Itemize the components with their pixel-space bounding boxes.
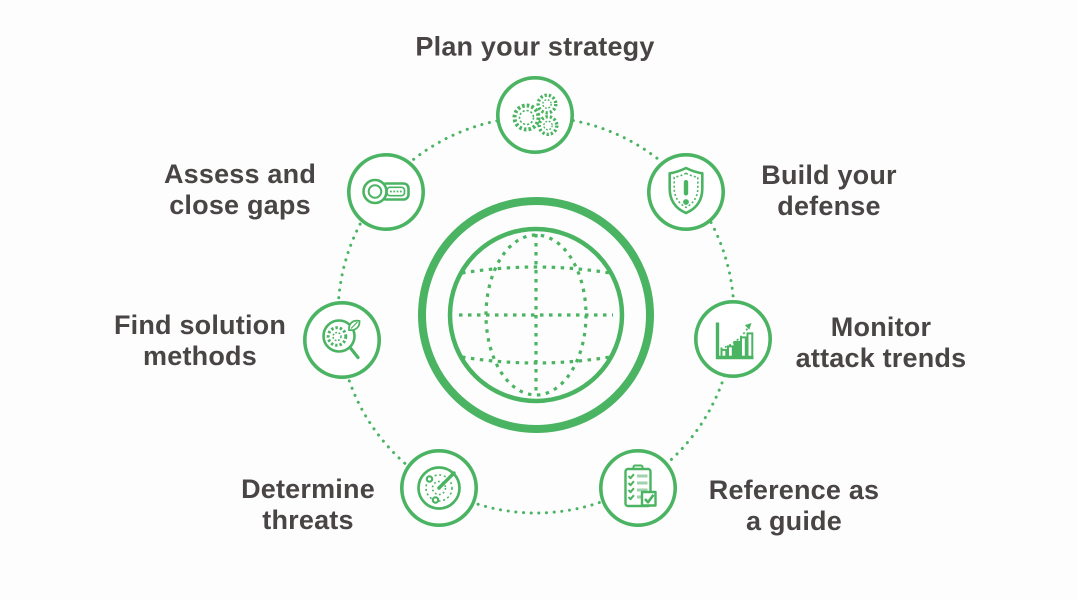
magnifier-gear-icon — [302, 300, 382, 380]
step-node-monitor-attack-trends — [693, 299, 773, 379]
radar-icon — [399, 448, 479, 528]
step-node-reference-as-a-guide — [598, 448, 678, 528]
step-label-build-your-defense: Build your defense — [761, 160, 897, 221]
step-node-find-solution-methods — [302, 300, 382, 380]
step-label-find-solution-methods: Find solution methods — [113, 310, 287, 371]
checklist-icon — [598, 448, 678, 528]
bar-chart-trend-icon — [693, 299, 773, 379]
step-label-reference-as-a-guide: Reference as a guide — [708, 475, 880, 536]
shield-exclamation-icon — [646, 152, 726, 232]
step-label-assess-and-close-gaps: Assess and close gaps — [163, 159, 317, 220]
step-label-determine-threats: Determine threats — [241, 474, 375, 535]
gears-icon — [495, 75, 575, 155]
step-node-plan-your-strategy — [495, 75, 575, 155]
step-node-determine-threats — [399, 448, 479, 528]
step-label-plan-your-strategy: Plan your strategy — [415, 31, 655, 62]
step-node-assess-and-close-gaps — [346, 152, 426, 232]
step-node-build-your-defense — [646, 152, 726, 232]
key-icon — [346, 152, 426, 232]
step-label-monitor-attack-trends: Monitor attack trends — [795, 312, 967, 373]
